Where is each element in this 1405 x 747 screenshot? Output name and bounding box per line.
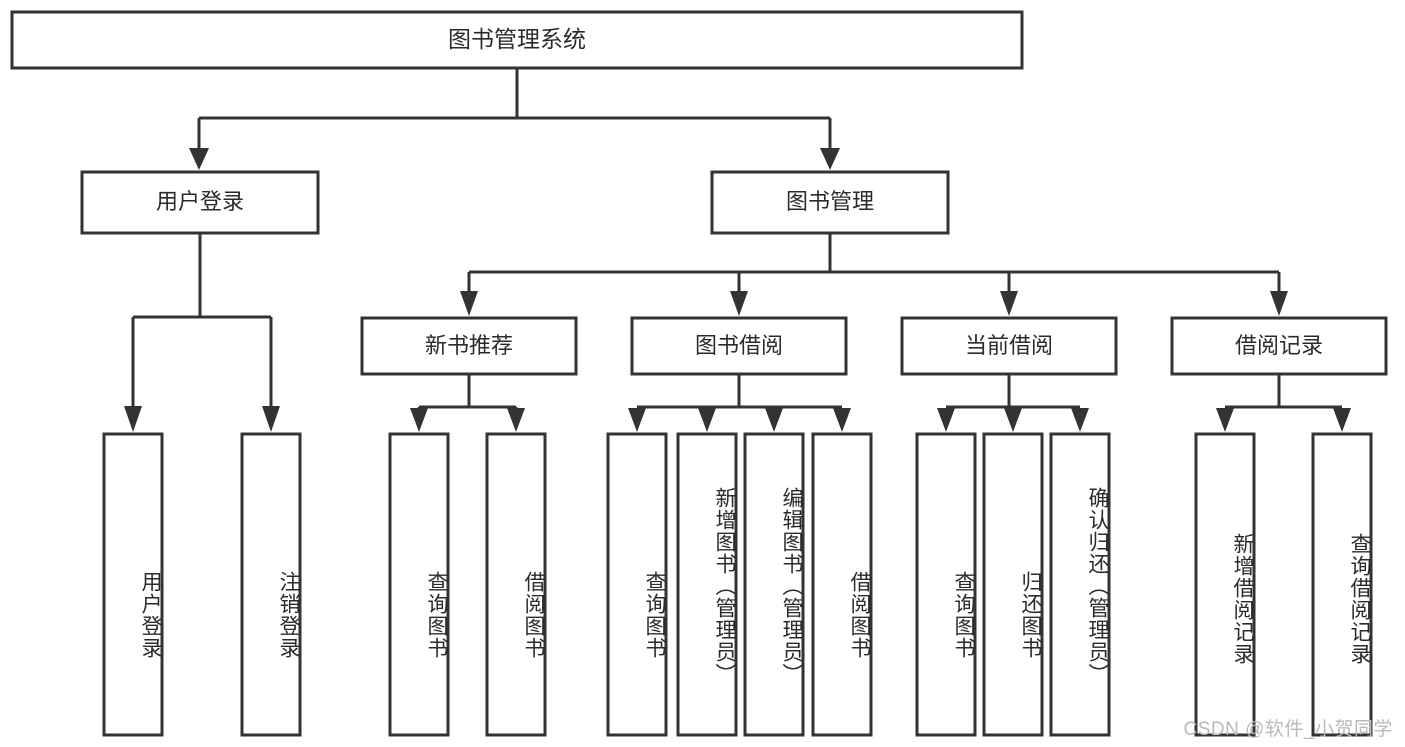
arrowhead-book-borrow [730,291,748,316]
arrowhead-borrow-leaf-4 [833,408,851,432]
node-borrow-record[interactable]: 借阅记录 [1170,316,1388,376]
root-box[interactable] [10,10,1024,70]
node-current-borrow[interactable]: 当前借阅 [900,316,1118,376]
book-management-label: 图书管理 [786,189,874,214]
current-borrow-box[interactable] [900,316,1118,376]
leaf-box-logout[interactable] [240,432,302,737]
book-borrow-label: 图书借阅 [695,333,783,358]
arrowhead-newbook-leaf-1 [410,408,428,432]
arrowhead-borrow-leaf-1 [628,408,646,432]
arrowhead-book-manage [820,148,840,170]
node-new-book-recommend[interactable]: 新书推荐 [360,316,578,376]
leaf-box-newbook-query[interactable] [388,432,450,737]
watermark-text: CSDN @软件_小贺同学 [1183,719,1393,740]
leaf-box-user-login[interactable] [102,432,164,737]
arrowhead-user-leaf-1 [124,406,142,432]
leaf-box-record-add[interactable] [1194,432,1256,737]
node-root[interactable]: 图书管理系统 [10,10,1024,70]
leaf-book-borrow-4[interactable] [811,432,873,737]
leaf-new-book-2[interactable] [485,432,547,737]
leaf-box-newbook-borrow[interactable] [485,432,547,737]
leaf-current-borrow-3[interactable] [1049,432,1111,737]
leaf-box-borrow-add[interactable] [676,432,738,737]
leaf-user-login-1[interactable] [102,432,164,737]
leaf-current-borrow-1[interactable] [915,432,977,737]
leaf-book-borrow-1[interactable] [606,432,668,737]
leaf-current-borrow-2[interactable] [982,432,1044,737]
node-user-login[interactable]: 用户登录 [80,170,320,235]
node-book-borrow[interactable]: 图书借阅 [630,316,848,376]
arrowhead-record-leaf-1 [1216,408,1234,432]
leaf-book-borrow-3[interactable] [743,432,805,737]
arrowhead-borrow-record [1270,291,1288,316]
arrowhead-current-leaf-2 [1004,408,1022,432]
leaf-box-current-return[interactable] [982,432,1044,737]
leaf-box-borrow-edit[interactable] [743,432,805,737]
borrow-record-label: 借阅记录 [1235,333,1323,358]
arrowhead-user-leaf-2 [262,406,280,432]
leaf-new-book-1[interactable] [388,432,450,737]
leaf-box-current-confirm[interactable] [1049,432,1111,737]
leaf-box-borrow-query[interactable] [606,432,668,737]
arrowhead-user-login [189,148,209,170]
arrowhead-newbook-leaf-2 [507,408,525,432]
current-borrow-label: 当前借阅 [965,333,1053,358]
new-book-label: 新书推荐 [425,333,513,358]
arrowhead-record-leaf-2 [1333,408,1351,432]
leaf-box-record-query[interactable] [1311,432,1373,737]
user-login-label: 用户登录 [156,189,244,214]
leaf-user-login-2[interactable] [240,432,302,737]
borrow-record-box[interactable] [1170,316,1388,376]
arrowhead-new-book [460,291,478,316]
leaf-box-current-query[interactable] [915,432,977,737]
arrowhead-borrow-leaf-3 [765,408,783,432]
root-label: 图书管理系统 [448,26,586,52]
book-management-box[interactable] [710,170,950,235]
arrowhead-current-borrow [1000,291,1018,316]
arrowhead-current-leaf-3 [1071,408,1089,432]
leaf-borrow-record-2[interactable] [1311,432,1373,737]
arrowhead-current-leaf-1 [937,408,955,432]
book-borrow-box[interactable] [630,316,848,376]
new-book-box[interactable] [360,316,578,376]
node-book-management[interactable]: 图书管理 [710,170,950,235]
leaf-box-borrow-lend[interactable] [811,432,873,737]
leaf-book-borrow-2[interactable] [676,432,738,737]
leaf-borrow-record-1[interactable] [1194,432,1256,737]
arrowhead-borrow-leaf-2 [698,408,716,432]
